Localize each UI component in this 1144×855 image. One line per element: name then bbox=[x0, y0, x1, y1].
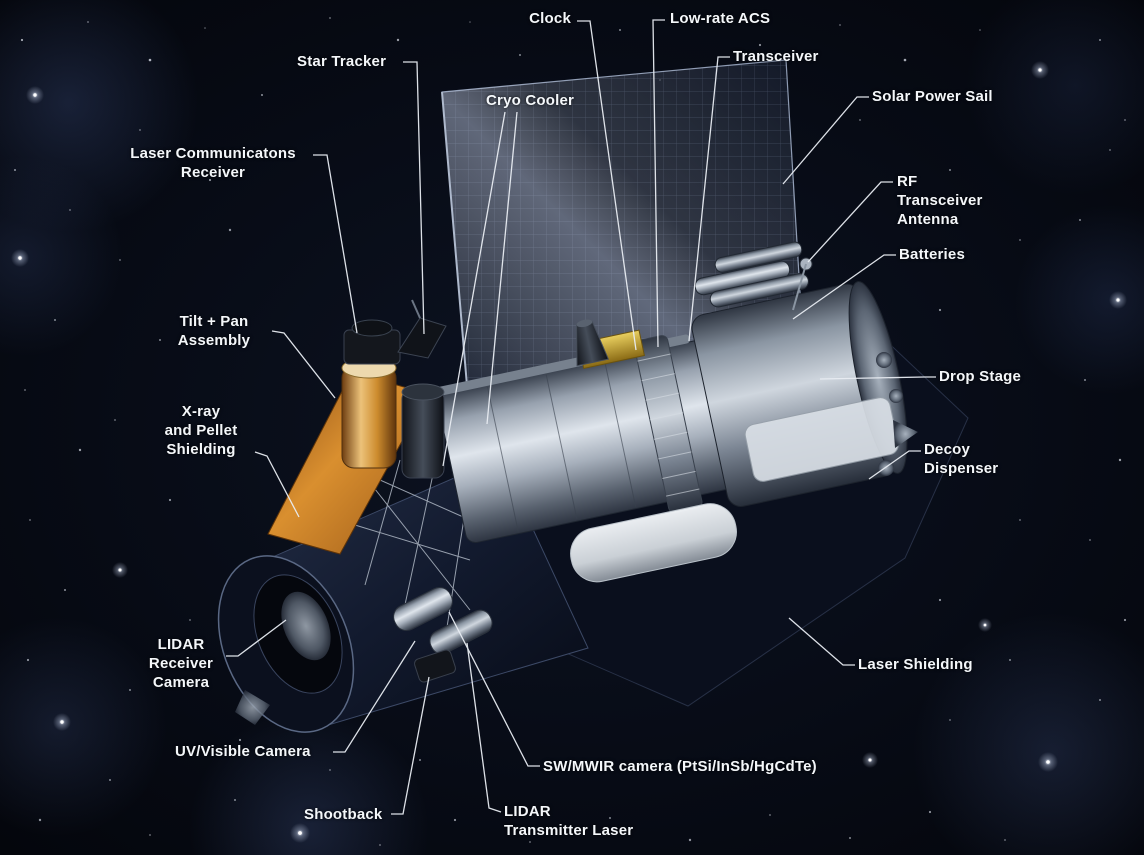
leader-decoy-dispenser bbox=[868, 450, 921, 480]
cryo-cooler-part bbox=[401, 389, 445, 479]
label-shootback: Shootback bbox=[304, 806, 383, 823]
aft-thrusters bbox=[876, 352, 918, 476]
label-sw-mwir-camera: SW/MWIR camera (PtSi/InSb/HgCdTe) bbox=[543, 758, 817, 775]
label-lidar-transmitter-laser: LIDAR Transmitter Laser bbox=[504, 803, 634, 839]
lidar-transmitter-part bbox=[429, 609, 493, 655]
label-tilt-pan-assembly: Tilt + Pan Assembly bbox=[177, 313, 251, 349]
white-canister bbox=[570, 503, 737, 583]
label-decoy-dispenser: Decoy Dispenser bbox=[924, 441, 999, 477]
main-body bbox=[435, 241, 908, 583]
leader-lines bbox=[226, 19, 936, 815]
leader-solar-power-sail bbox=[782, 96, 869, 185]
label-rf-transceiver-antenna: RF Transceiver Antenna bbox=[897, 173, 983, 228]
uv-visible-camera-part bbox=[393, 586, 453, 632]
leader-low-rate-acs bbox=[652, 19, 665, 348]
label-laser-shielding: Laser Shielding bbox=[858, 656, 973, 673]
label-xray-pellet-shielding: X-ray and Pellet Shielding bbox=[164, 403, 238, 458]
leader-transceiver bbox=[688, 56, 730, 342]
leader-lidar-receiver-camera bbox=[226, 619, 287, 657]
leader-sw-mwir-camera bbox=[448, 611, 540, 767]
leader-shootback bbox=[391, 676, 430, 815]
leader-laser-shielding bbox=[788, 617, 855, 666]
star-tracker-part bbox=[397, 317, 447, 359]
leader-star-tracker bbox=[403, 61, 425, 335]
leader-rf-transceiver-antenna bbox=[807, 181, 893, 263]
bright-stars bbox=[11, 61, 1127, 843]
leader-cryo-cooler-1 bbox=[442, 111, 506, 467]
leader-batteries bbox=[792, 254, 896, 320]
leader-lidar-transmitter-laser bbox=[466, 642, 502, 813]
forward-instruments bbox=[341, 299, 447, 479]
label-star-tracker: Star Tracker bbox=[297, 53, 387, 70]
spacecraft-illustration bbox=[217, 59, 969, 733]
leader-xray-pellet-shielding bbox=[254, 451, 300, 518]
label-low-rate-acs: Low-rate ACS bbox=[670, 10, 771, 27]
label-clock: Clock bbox=[529, 10, 571, 27]
leader-drop-stage bbox=[819, 376, 936, 380]
leader-laser-comm-receiver bbox=[313, 154, 358, 334]
label-lidar-receiver-camera: LIDAR Receiver Camera bbox=[148, 636, 214, 691]
leader-uv-visible-camera bbox=[333, 640, 416, 753]
camera-cluster bbox=[393, 586, 493, 683]
tilt-pan-cylinder bbox=[341, 365, 397, 469]
leader-tilt-pan-assembly bbox=[271, 330, 336, 399]
label-cryo-cooler: Cryo Cooler bbox=[486, 92, 575, 109]
label-batteries: Batteries bbox=[899, 246, 965, 263]
leader-cryo-cooler-2 bbox=[486, 111, 518, 425]
label-solar-power-sail: Solar Power Sail bbox=[872, 88, 993, 105]
label-uv-visible-camera: UV/Visible Camera bbox=[175, 743, 311, 760]
label-transceiver: Transceiver bbox=[733, 48, 819, 65]
label-laser-communications-receiver: Laser Communicatons Receiver bbox=[130, 145, 296, 181]
starfield bbox=[14, 14, 1127, 846]
label-drop-stage: Drop Stage bbox=[939, 368, 1022, 385]
batteries-part bbox=[694, 241, 809, 308]
shootback-part bbox=[414, 649, 456, 683]
leader-clock bbox=[577, 20, 637, 351]
